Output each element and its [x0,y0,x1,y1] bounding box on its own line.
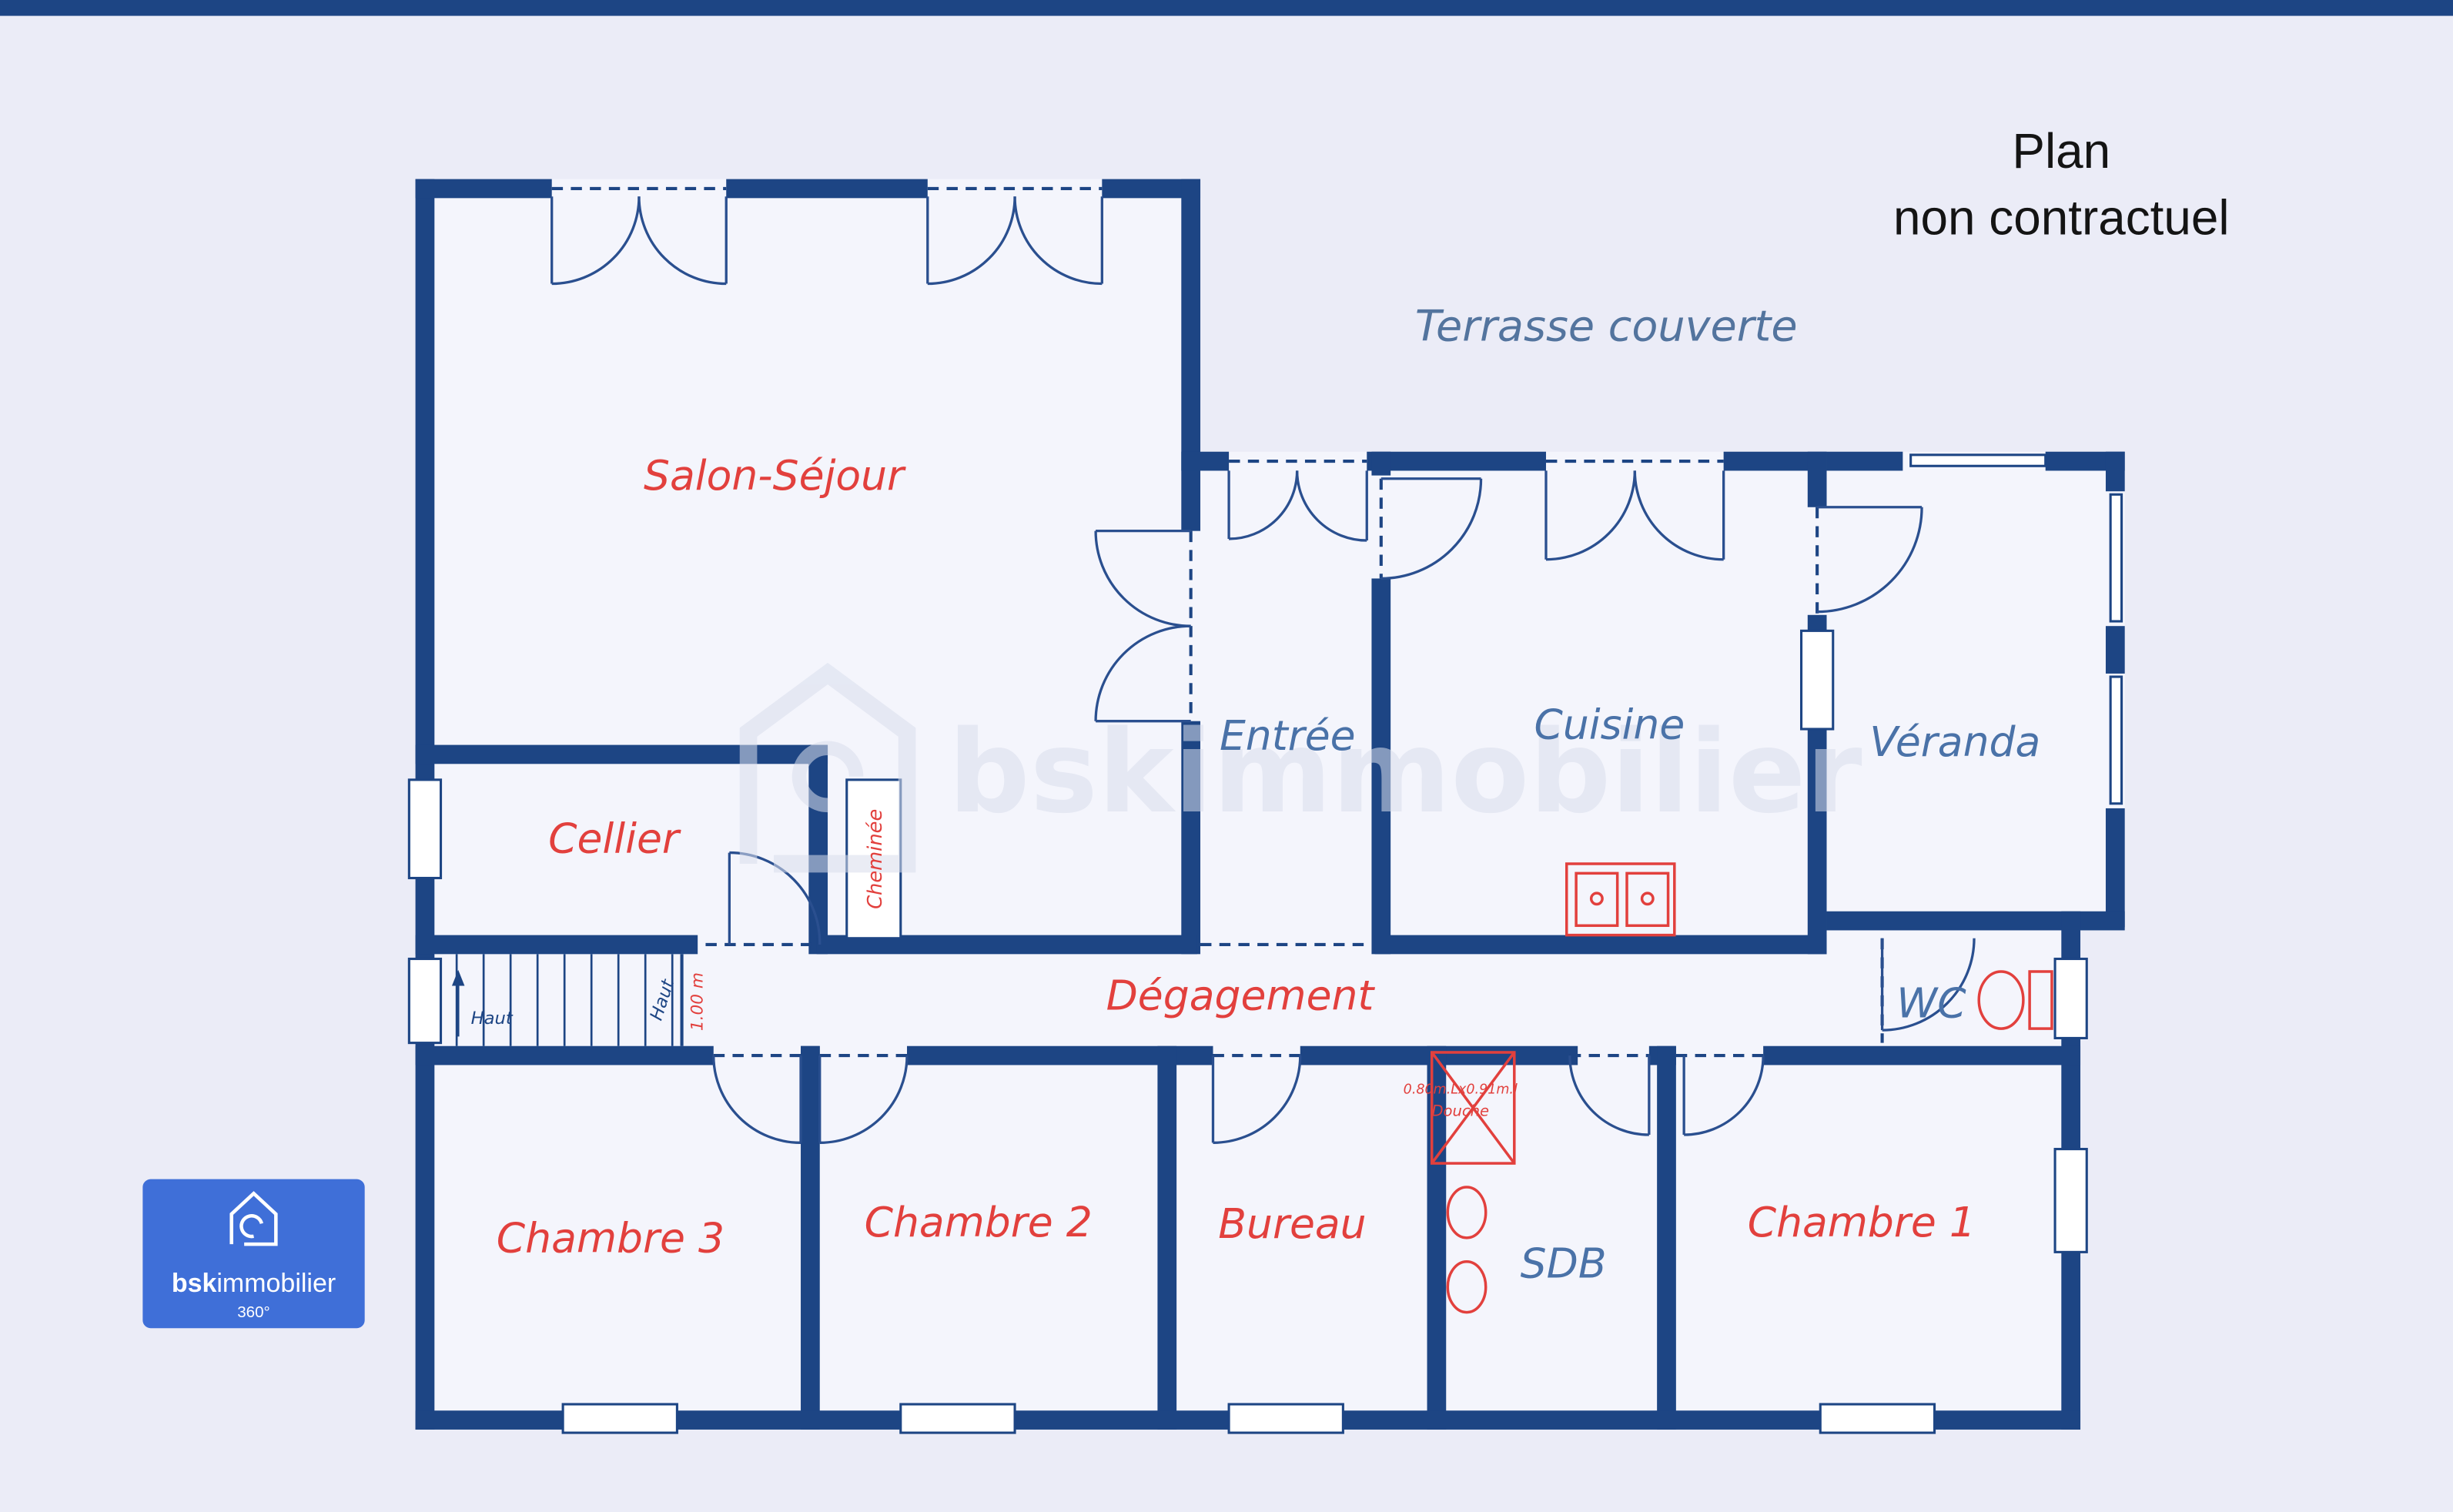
label-terrasse-couverte: Terrasse couverte [1415,302,1798,352]
window-stairs [407,957,443,1045]
label-chambre-1: Chambre 1 [1748,1198,1976,1246]
label-haut-1: Haut [471,1009,514,1029]
window-chambre1-bottom [1819,1403,1936,1434]
label-wc: WC [1896,979,1966,1028]
disclaimer-line-1: Plan [2012,123,2110,179]
bsk-logo-text-bold: bsk [172,1269,217,1298]
disclaimer-line-2: non contractuel [1893,190,2230,246]
windows [407,453,2123,1434]
room-labels: Salon-Séjour Cellier Cheminée Entrée Cui… [497,302,2041,1288]
watermark-text: bskimmobilier [949,705,1862,838]
window-bureau [1227,1403,1344,1434]
bsk-logo-text: bskimmobilier [172,1269,336,1298]
label-chambre-2: Chambre 2 [865,1198,1093,1246]
label-stair-width: 1.00 m [688,972,707,1031]
window-wc [2053,957,2088,1039]
label-shower: Douche [1431,1102,1489,1119]
bsk-logo-background [142,1179,365,1329]
label-chambre-3: Chambre 3 [497,1213,725,1262]
window-chambre2 [899,1403,1016,1434]
bathroom-sinks [1446,1186,1488,1314]
label-cheminee: Cheminée [864,809,887,909]
label-entree: Entrée [1220,711,1356,760]
bsk-house-icon [229,1191,278,1246]
bsk-logo-subtitle: 360° [237,1303,270,1321]
label-cuisine: Cuisine [1534,700,1685,748]
kitchen-sink [1565,862,1676,937]
label-cellier: Cellier [548,815,681,863]
annotations: Haut Haut 1.00 m 0.80m.Lx0.91m.l Douche [471,972,1518,1119]
window-cellier [407,778,443,880]
room-floors [415,179,2125,1430]
label-shower-dims: 0.80m.Lx0.91m.l [1404,1082,1518,1098]
window-cuisine-veranda [1800,629,1835,731]
disclaimer: Plan non contractuel [1893,123,2230,245]
watermark-house-icon [739,662,916,873]
window-chambre3 [561,1403,678,1434]
label-veranda: Véranda [1869,718,2040,766]
bsk-logo-text-rest: immobilier [216,1269,336,1298]
shower [1430,1051,1516,1165]
bsk-logo: bskimmobilier 360° [142,1179,365,1329]
door-arcs [551,196,1976,1144]
label-salon-sejour: Salon-Séjour [644,451,906,500]
window-chambre1 [2053,1148,2088,1253]
label-bureau: Bureau [1218,1199,1366,1248]
watermark: bskimmobilier [739,662,1862,873]
staircase [451,954,684,1046]
fixtures [1430,862,2053,1314]
label-sdb: SDB [1521,1239,1607,1287]
window-veranda-right-1 [2109,493,2123,623]
toilet [1977,970,2053,1030]
top-border-strip [0,0,2453,16]
window-veranda-right-2 [2109,675,2123,805]
stairs-arrow-head [451,969,465,986]
window-veranda-top [1909,453,2047,467]
label-degagement: Dégagement [1106,971,1376,1019]
